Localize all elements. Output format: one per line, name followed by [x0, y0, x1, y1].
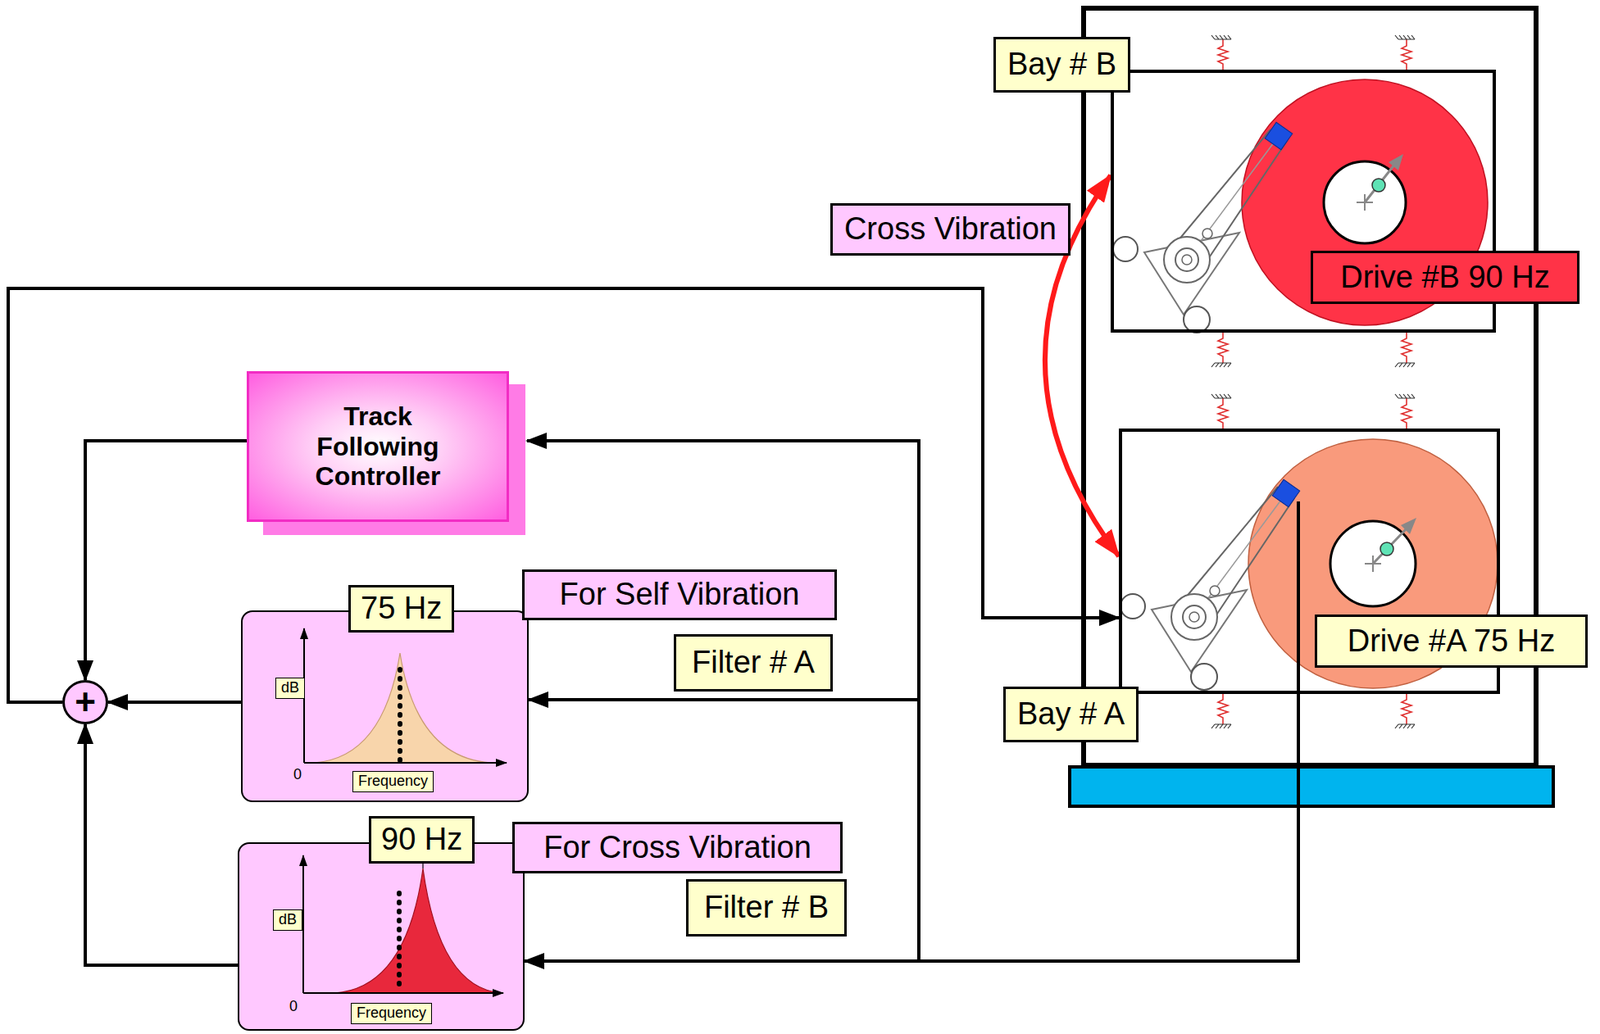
- center-frequency: 90 Hz: [368, 816, 475, 864]
- cabinet: [1069, 8, 1554, 807]
- axis-label: dB: [275, 677, 305, 700]
- bay-label: Bay # B: [993, 36, 1131, 93]
- controller-block: Track Following Controller: [246, 371, 510, 523]
- filter-label: Filter # B: [686, 879, 847, 937]
- head-signal-wire: [1296, 501, 1300, 695]
- node-text: Drive #A 75 Hz: [1347, 622, 1555, 661]
- note-label: For Cross Vibration: [512, 822, 843, 874]
- signal-line: [108, 700, 241, 705]
- node-text: For Self Vibration: [559, 576, 800, 614]
- center-frequency: 75 Hz: [348, 585, 455, 633]
- node-text: Filter # B: [704, 889, 829, 928]
- signal-line: [527, 440, 1299, 962]
- edge-label: Cross Vibration: [830, 203, 1071, 256]
- actuator-arms: [1113, 122, 1300, 691]
- node-text: Drive #B 90 Hz: [1340, 259, 1550, 297]
- axis-label: Frequency: [352, 771, 434, 793]
- summing-junction: +: [62, 680, 109, 725]
- axis-label: dB: [272, 909, 303, 932]
- node-text: Track Following Controller: [291, 401, 464, 492]
- bay-label: Bay # A: [1003, 686, 1139, 743]
- node-text: Filter # A: [691, 644, 815, 682]
- filter-block: 90 HzdB0Frequency: [237, 842, 525, 1032]
- axis-label: 0: [293, 766, 302, 785]
- note-label: For Self Vibration: [522, 569, 837, 621]
- drive-label: Drive #A 75 Hz: [1314, 614, 1588, 669]
- signal-line: [8, 288, 1119, 703]
- axis-label: 0: [289, 998, 298, 1017]
- signal-line: [85, 724, 238, 966]
- node-text: For Cross Vibration: [543, 829, 812, 868]
- drive-label: Drive #B 90 Hz: [1310, 250, 1580, 305]
- axis-label: Frequency: [350, 1003, 432, 1025]
- filter-label: Filter # A: [673, 634, 833, 692]
- signal-line: [85, 440, 247, 681]
- filter-block: 75 HzdB0Frequency: [240, 610, 529, 803]
- node-text: +: [74, 684, 96, 721]
